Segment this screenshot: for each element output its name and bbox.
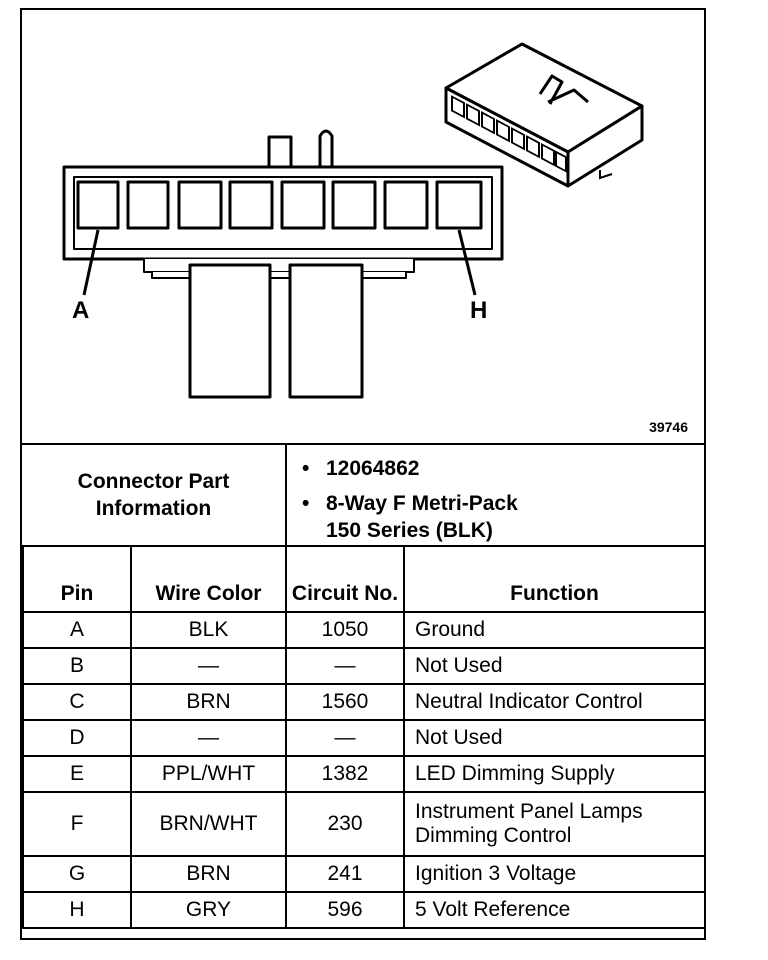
wire-cell: PPL/WHT <box>130 755 287 793</box>
wire-cell: BRN <box>130 683 287 721</box>
info-items: • 12064862 • 8-Way F Metri-Pack 150 Seri… <box>302 455 518 544</box>
table-row: B — — Not Used <box>22 647 706 685</box>
info-label: Connector Part Information <box>77 470 230 520</box>
pin-cell: G <box>22 855 132 893</box>
pin-h-label: H <box>470 297 488 324</box>
circuit-cell: 1560 <box>285 683 405 721</box>
pin-cell: A <box>22 611 132 649</box>
circuit-cell: — <box>285 647 405 685</box>
table-row: D — — Not Used <box>22 719 706 757</box>
wire-cell: GRY <box>130 891 287 929</box>
circuit-cell: 241 <box>285 855 405 893</box>
function-cell: Neutral Indicator Control <box>403 683 706 721</box>
function-cell: Instrument Panel Lamps Dimming Control <box>403 791 706 857</box>
info-item: • 8-Way F Metri-Pack <box>302 490 518 517</box>
function-cell: Not Used <box>403 719 706 757</box>
divider <box>22 443 704 445</box>
table-row: E PPL/WHT 1382 LED Dimming Supply <box>22 755 706 793</box>
table-row: G BRN 241 Ignition 3 Voltage <box>22 855 706 893</box>
pin-a-label: A <box>72 297 90 324</box>
circuit-cell: — <box>285 719 405 757</box>
table-row: F BRN/WHT 230 Instrument Panel Lamps Dim… <box>22 791 706 857</box>
table-row: H GRY 596 5 Volt Reference <box>22 891 706 929</box>
connector-frame: A H 39746 Connector Part Information • 1… <box>20 8 706 940</box>
pinout-table: Pin Wire Color Circuit No. Function A BL… <box>22 545 706 929</box>
connector-diagram: A H 39746 <box>22 10 704 443</box>
pin-cell: E <box>22 755 132 793</box>
bullet-icon: • <box>302 457 310 480</box>
pin-cell: H <box>22 891 132 929</box>
table-row: A BLK 1050 Ground <box>22 611 706 649</box>
wire-cell: — <box>130 647 287 685</box>
circuit-cell: 1050 <box>285 611 405 649</box>
circuit-cell: 230 <box>285 791 405 857</box>
info-item: • 12064862 <box>302 455 518 482</box>
header-function: Function <box>403 545 706 613</box>
circuit-cell: 596 <box>285 891 405 929</box>
bullet-icon: • <box>302 492 310 515</box>
pin-cell: D <box>22 719 132 757</box>
function-cell: LED Dimming Supply <box>403 755 706 793</box>
connector-front-view-icon <box>62 129 504 399</box>
circuit-cell: 1382 <box>285 755 405 793</box>
wire-cell: BRN/WHT <box>130 791 287 857</box>
divider <box>285 445 287 545</box>
header-wire-color: Wire Color <box>130 545 287 613</box>
table-header-row: Pin Wire Color Circuit No. Function <box>22 545 706 613</box>
header-pin: Pin <box>22 545 132 613</box>
wire-cell: BRN <box>130 855 287 893</box>
wire-cell: — <box>130 719 287 757</box>
part-number: 12064862 <box>326 457 420 480</box>
connector-series: 150 Series (BLK) <box>326 519 493 542</box>
figure-number: 39746 <box>649 419 688 435</box>
function-cell: Ignition 3 Voltage <box>403 855 706 893</box>
function-cell: Not Used <box>403 647 706 685</box>
connector-type: 8-Way F Metri-Pack <box>326 492 518 515</box>
table-row: C BRN 1560 Neutral Indicator Control <box>22 683 706 721</box>
wire-cell: BLK <box>130 611 287 649</box>
function-cell: 5 Volt Reference <box>403 891 706 929</box>
pin-cell: C <box>22 683 132 721</box>
connector-part-info: Connector Part Information • 12064862 • … <box>22 445 704 545</box>
header-circuit: Circuit No. <box>285 545 405 613</box>
function-cell: Ground <box>403 611 706 649</box>
pin-cell: F <box>22 791 132 857</box>
connector-3d-view-icon <box>444 42 644 188</box>
pin-cell: B <box>22 647 132 685</box>
